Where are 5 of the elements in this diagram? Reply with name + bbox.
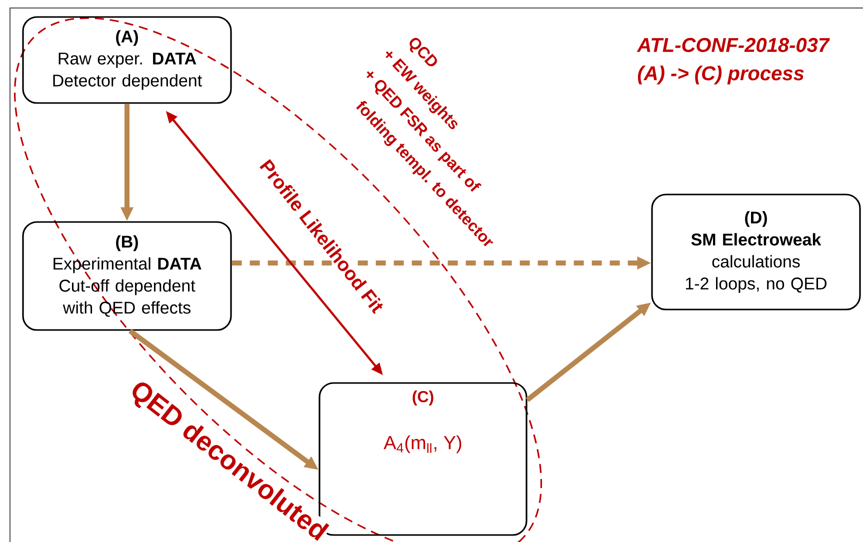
process-box: (A) Raw exper. DATA Detector dependent	[22, 16, 232, 104]
process-box: (B) Experimental DATA Cut-off dependent with QED effects	[22, 221, 232, 331]
note-text: (A) -> (C) process	[638, 66, 804, 84]
note-text: ATL-CONF-2018-037	[636, 38, 830, 52]
process-box: (D) SM Electroweak calculations 1-2 loops, no QED	[651, 194, 861, 310]
